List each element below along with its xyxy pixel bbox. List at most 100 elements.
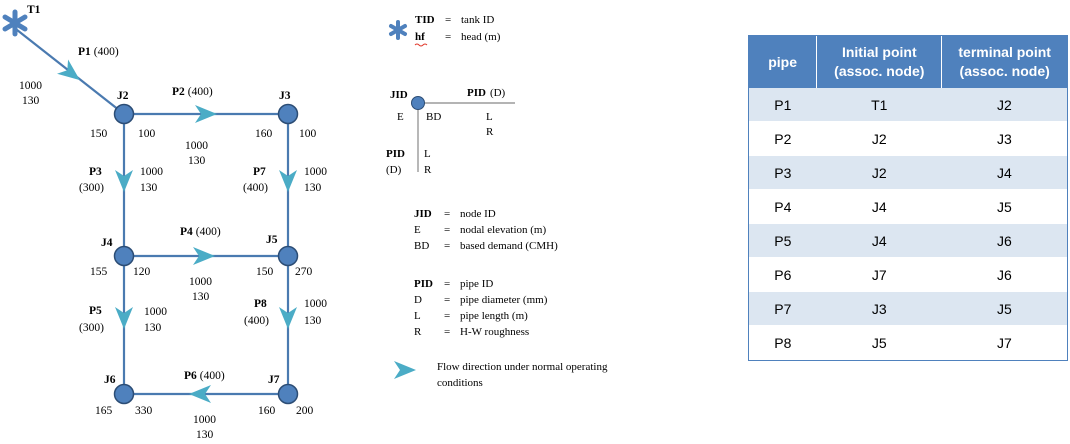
pipe-roughness-p4: 130 <box>192 291 210 303</box>
table-header-row: pipe Initial point (assoc. node) terminal… <box>749 36 1067 88</box>
legend-d-abbr: D <box>414 294 422 306</box>
flow-arrow-p2 <box>195 105 217 123</box>
legend-bd-desc: based demand (CMH) <box>460 240 558 252</box>
legend-sample-l-h: L <box>486 111 493 123</box>
legend-tid-desc: tank ID <box>461 14 494 26</box>
legend-pid-desc: pipe ID <box>460 278 493 290</box>
node-id-j2: J2 <box>117 90 129 102</box>
legend-sample-jid: JID <box>390 89 408 101</box>
pipe-length-p6: 1000 <box>193 414 216 426</box>
table-cell-pipe: P5 <box>749 223 817 258</box>
legend-r-abbr: R <box>414 326 422 338</box>
legend-flow-text-1: Flow direction under normal operating <box>437 361 608 373</box>
table-header-initial-line1: Initial point <box>841 44 917 60</box>
pipe-diameter-p5: (300) <box>79 322 104 334</box>
legend-r-eq: = <box>444 326 450 338</box>
table-cell-pipe: P2 <box>749 121 817 156</box>
pipe-length-p5: 1000 <box>144 306 167 318</box>
legend-jid-desc: node ID <box>460 208 496 220</box>
node-elev-j2: 150 <box>90 128 108 140</box>
node-id-j7: J7 <box>268 374 280 386</box>
table-cell-initial: J3 <box>816 291 942 326</box>
legend-sample-r-h: R <box>486 126 494 138</box>
pipe-length-p4: 1000 <box>189 276 212 288</box>
legend-r-desc: H-W roughness <box>460 326 529 338</box>
pipe-diameter-p7: (400) <box>243 182 268 194</box>
table-header-initial-line2: (assoc. node) <box>834 63 925 79</box>
legend-l-eq: = <box>444 310 450 322</box>
table-cell-pipe: P3 <box>749 155 817 190</box>
legend-sample-node <box>411 96 425 110</box>
table-cell-terminal: J7 <box>941 325 1067 360</box>
pipe-roughness-p6: 130 <box>196 429 214 441</box>
table-cell-terminal: J6 <box>941 257 1067 292</box>
pipe-label-p1: P1(400) <box>78 46 119 58</box>
legend-bd-abbr: BD <box>414 240 429 252</box>
table-cell-terminal: J2 <box>941 88 1067 122</box>
table-header-initial: Initial point (assoc. node) <box>816 36 943 88</box>
pipe-diameter-p3: (300) <box>79 182 104 194</box>
flow-arrow-p1 <box>57 59 80 81</box>
node-demand-j4: 120 <box>133 266 151 278</box>
table-cell-pipe: P1 <box>749 88 817 122</box>
node-j2 <box>113 103 135 125</box>
legend-hf-eq: = <box>445 31 451 43</box>
table-cell-pipe: P8 <box>749 325 817 360</box>
table-cell-initial: J2 <box>816 155 942 190</box>
table-header-pipe-text: pipe <box>768 53 797 70</box>
legend-e-abbr: E <box>414 224 421 236</box>
node-demand-j7: 200 <box>296 405 314 417</box>
node-elev-j5: 150 <box>256 266 274 278</box>
node-demand-j6: 330 <box>135 405 153 417</box>
legend-e-eq: = <box>444 224 450 236</box>
pipe-length-p1: 1000 <box>19 80 42 92</box>
legend-tank-icon <box>389 20 407 40</box>
pipe-lines <box>11 25 290 396</box>
node-j4 <box>113 245 135 267</box>
node-j3 <box>277 103 299 125</box>
table-cell-pipe: P4 <box>749 189 817 224</box>
legend-sample-r-v: R <box>424 164 432 176</box>
table-cell-terminal: J4 <box>941 155 1067 190</box>
table-cell-terminal: J5 <box>941 291 1067 326</box>
legend-l-abbr: L <box>414 310 421 322</box>
legend: TID = tank ID hf = head (m) JID PID(D) E… <box>386 14 608 389</box>
pipe-id-p7: P7 <box>253 166 266 178</box>
table-cell-initial: J4 <box>816 189 942 224</box>
network-labels: T1 P1(400) 1000 130 J2 150 100 P2(400) 1… <box>19 4 327 441</box>
node-demand-j3: 100 <box>299 128 317 140</box>
table-cell-initial: J5 <box>816 325 942 360</box>
node-j7 <box>277 383 299 405</box>
table-cell-terminal: J3 <box>941 121 1067 156</box>
table-cell-initial: T1 <box>816 88 942 122</box>
flow-arrows <box>57 59 297 403</box>
legend-jid-abbr: JID <box>414 208 432 220</box>
legend-d-desc: pipe diameter (mm) <box>460 294 548 306</box>
pipe-roughness-p8: 130 <box>304 315 322 327</box>
node-id-j6: J6 <box>104 374 116 386</box>
legend-bd-eq: = <box>444 240 450 252</box>
flow-arrow-p8 <box>279 307 297 329</box>
pipe-roughness-p7: 130 <box>304 182 322 194</box>
legend-sample-d-v: (D) <box>386 164 402 176</box>
legend-sample-bd: BD <box>426 111 441 123</box>
pipe-connectivity-table: pipe Initial point (assoc. node) terminal… <box>748 35 1068 361</box>
pipe-length-p3: 1000 <box>140 166 163 178</box>
tank-label: T1 <box>27 4 41 16</box>
table-header-terminal: terminal point(assoc. node) <box>941 36 1067 88</box>
legend-tid-abbr: TID <box>415 14 435 26</box>
node-id-j5: J5 <box>266 234 278 246</box>
flow-arrow-p3 <box>115 170 133 192</box>
legend-sample-pid-h: PID(D) <box>467 87 506 99</box>
legend-hf-abbr: hf <box>415 31 425 43</box>
table-cell-terminal: J5 <box>941 189 1067 224</box>
legend-jid-eq: = <box>444 208 450 220</box>
table-cell-pipe: P7 <box>749 291 817 326</box>
legend-pid-eq: = <box>444 278 450 290</box>
